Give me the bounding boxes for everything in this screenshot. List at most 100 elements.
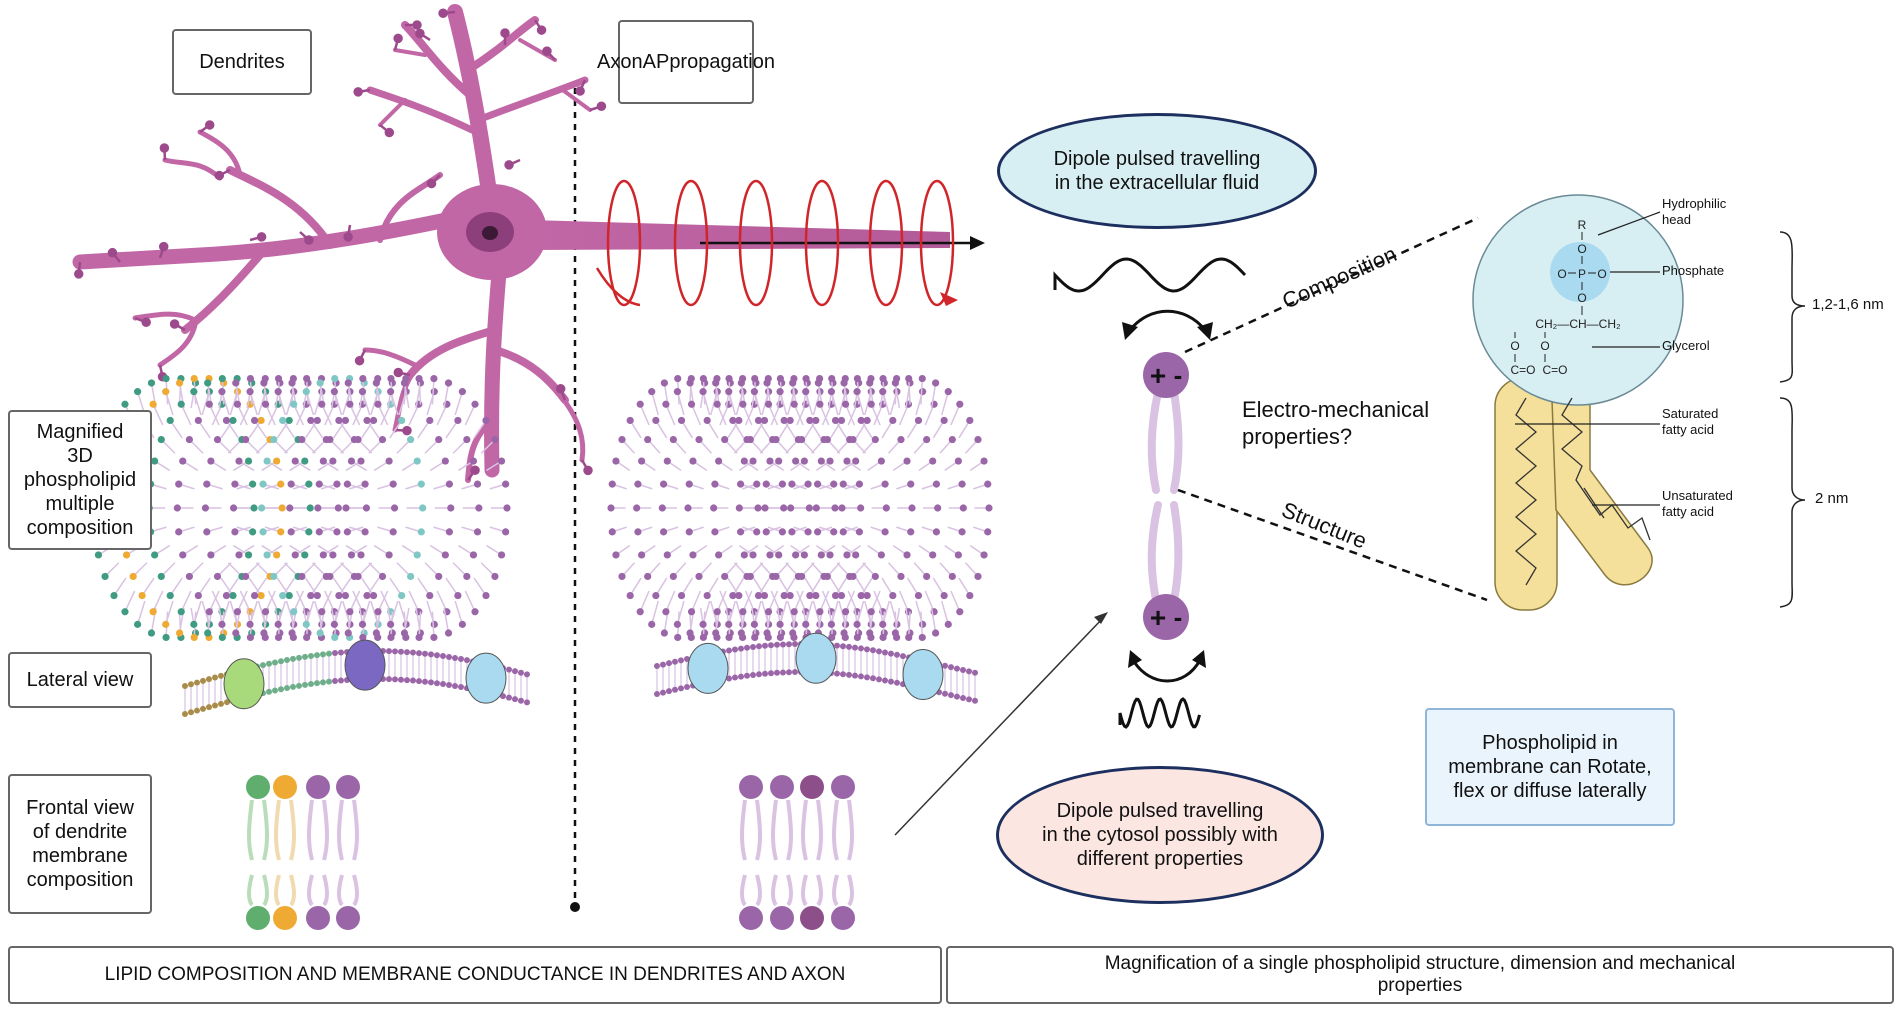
lipid-head [837, 416, 846, 425]
bilayer-head [332, 678, 338, 685]
dendrite-lateral-bilayer [182, 639, 530, 717]
lipid-head [839, 480, 847, 488]
spine-head [415, 28, 425, 39]
lipid-tail [779, 391, 788, 416]
extracellular-ellipse: Dipole pulsed travelling in the extracel… [997, 113, 1317, 229]
lipid-head [857, 504, 865, 512]
lipid-tail [702, 600, 711, 625]
lipid-tail [418, 611, 422, 638]
lipid-head [361, 528, 369, 536]
lipid-head [274, 388, 282, 396]
lipid-head [270, 572, 278, 581]
lipid-tail [239, 403, 251, 426]
lipid-head [749, 551, 757, 559]
front-tail [247, 799, 254, 861]
caption-right-line-1: Magnification of a single phospholipid s… [1104, 953, 1736, 974]
caption-left-text: LIPID COMPOSITION AND MEMBRANE CONDUCTAN… [104, 964, 846, 985]
front-head [273, 775, 297, 799]
lipid-tail [221, 600, 230, 625]
note-line-3: flex or diffuse laterally [1453, 780, 1647, 802]
bilayer-head [188, 709, 194, 716]
lipid-head [853, 633, 861, 642]
lipid-tail [924, 590, 935, 613]
lipid-head [341, 591, 350, 600]
lipid-head [816, 400, 824, 408]
lipid-head [699, 633, 707, 642]
bilayer-head [960, 667, 966, 674]
lipid-head [335, 416, 343, 425]
lipid-head [918, 374, 926, 383]
lipid-tail [742, 590, 753, 613]
lipid-tail [380, 590, 392, 613]
lipid-tail [193, 391, 202, 416]
helix-loop [919, 179, 955, 307]
label-glycerol: Glycerol [1662, 338, 1710, 354]
lipid-head [780, 591, 788, 600]
lipid-head [761, 504, 769, 512]
lipid-head [203, 480, 211, 488]
lipid-tail [249, 391, 258, 416]
lipid-tail [805, 391, 814, 416]
bilayer-head [212, 702, 218, 709]
lipid-tail [377, 590, 389, 613]
spine-head [141, 317, 151, 328]
lipid-tail [844, 403, 856, 426]
lipid-tail [324, 403, 336, 426]
lipid-head [502, 480, 510, 488]
lipid-head [270, 435, 278, 444]
lipid-head [932, 629, 940, 637]
lipid-tail [779, 600, 788, 625]
lipid-tail [830, 391, 839, 416]
bilayer-head [194, 679, 200, 686]
lipid-head [817, 457, 825, 465]
lipid-head [974, 572, 982, 581]
lipid-head [775, 551, 783, 559]
lipid-head [934, 504, 942, 512]
lipid-head [190, 633, 198, 642]
lipid-tail [321, 590, 333, 613]
lipid-head [669, 435, 677, 444]
dipole-column: + - + - [1143, 352, 1189, 640]
front-tail [786, 799, 793, 861]
lipid-head [363, 591, 371, 600]
bilayer-head [900, 653, 906, 660]
lipid-head [754, 504, 762, 512]
lipid-head [398, 416, 406, 425]
lipid-tail [728, 600, 737, 625]
lipid-head [229, 416, 237, 425]
caption-left: LIPID COMPOSITION AND MEMBRANE CONDUCTAN… [8, 946, 942, 1004]
bilayer-head [786, 669, 792, 676]
lipid-head [849, 572, 857, 581]
cytosol-line-2: in the cytosol possibly with [1042, 824, 1278, 846]
lipid-head [954, 457, 962, 465]
lipid-tail [894, 607, 901, 634]
lipid-head [608, 480, 616, 488]
lipid-head [788, 480, 796, 488]
bilayer-head [194, 707, 200, 714]
dipole-top-minus: - [1174, 360, 1183, 390]
label-dendrites: Dendrites [172, 29, 312, 95]
lipid-head [831, 591, 840, 600]
lipid-head [207, 457, 215, 465]
lipid-tail [930, 607, 937, 634]
lipid-head [877, 457, 885, 465]
lipid-tail [920, 378, 924, 405]
lipid-head [390, 504, 399, 512]
label-lateral-line: Lateral view [26, 669, 134, 691]
front-tail [786, 874, 793, 907]
axon-arrowhead [970, 236, 985, 250]
lipid-head [636, 608, 644, 616]
dipole-top-plus: + [1150, 360, 1166, 391]
bilayer-head [446, 681, 452, 688]
bilayer-head [524, 699, 530, 706]
lipid-head [261, 400, 270, 408]
lipid-head [764, 400, 773, 408]
lipid-head [331, 374, 339, 383]
lipid-tail [292, 403, 305, 426]
bilayer-head [948, 692, 954, 699]
bilayer-head [840, 671, 846, 678]
lipid-head [762, 528, 770, 536]
bilayer-head [386, 648, 392, 655]
lipid-head [790, 400, 798, 408]
lipid-head [788, 528, 796, 536]
